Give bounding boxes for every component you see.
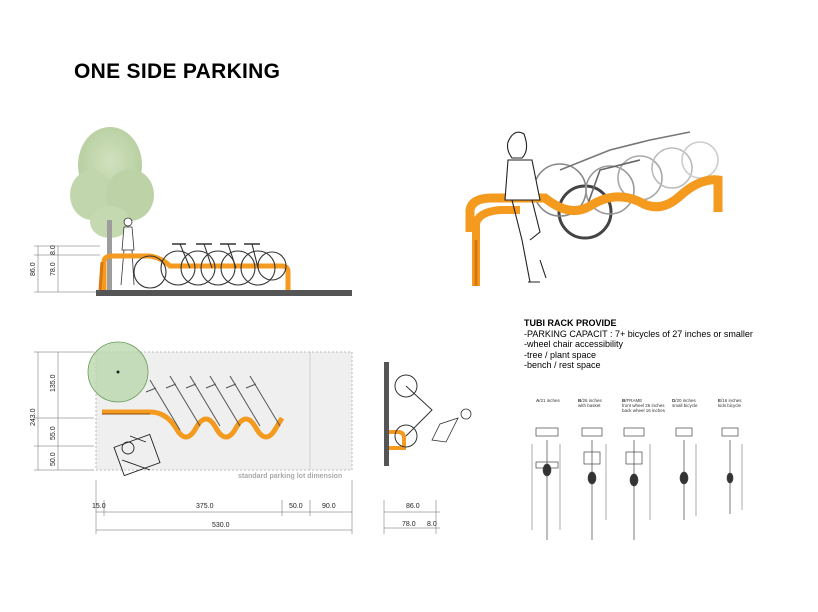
bike-type-label-a: A/21 inches <box>536 398 560 403</box>
dim-plan-135: 135.0 <box>50 374 57 392</box>
dim-plan-243: 243.0 <box>30 408 37 426</box>
elevation-height-dims <box>34 245 100 293</box>
dim-side-8: 8.0 <box>427 521 437 528</box>
rack-rail-elevation <box>101 253 291 290</box>
bike-type-sub: small bicycle <box>672 403 698 408</box>
bike-side <box>394 374 433 448</box>
dim-plan-50h: 50.0 <box>289 503 303 510</box>
rack-perspective <box>465 175 723 232</box>
bike-type-letter: E <box>718 398 722 403</box>
bike-type-text: /21 inches <box>539 398 560 403</box>
tree-illustration <box>70 127 154 290</box>
bike-type-text: /26 inches <box>581 398 602 403</box>
dim-side-78: 78.0 <box>402 521 416 528</box>
dim-side-86: 86.0 <box>406 503 420 510</box>
parking-lot-note: standard parking lot dimension <box>238 473 343 480</box>
rack-info-line: -bench / rest space <box>524 360 601 370</box>
bikes-elevation <box>133 243 287 289</box>
bikes-plan <box>145 375 281 431</box>
plan-view <box>34 341 353 534</box>
bike-type-sub: front wheel 26 inches back wheel 16 inch… <box>622 403 666 413</box>
bike-type-b <box>581 427 607 540</box>
rack-info-heading: TUBI RACK PROVIDE <box>524 318 617 328</box>
bike-type-a <box>531 427 561 540</box>
bike-type-c <box>623 427 651 540</box>
rack-side <box>389 430 406 450</box>
plan-dim-lines <box>34 351 353 534</box>
dim-plan-90: 90.0 <box>322 503 336 510</box>
bike-type-letter: A <box>536 398 540 403</box>
dim-plan-15: 15.0 <box>92 503 106 510</box>
person-side <box>431 408 472 443</box>
side-section-view <box>383 362 472 534</box>
wheelchair-plan <box>113 433 161 477</box>
dim-plan-375: 375.0 <box>196 503 214 510</box>
bike-type-letter: B <box>622 398 626 403</box>
page-title: ONE SIDE PARKING <box>74 60 281 83</box>
bike-type-d <box>675 427 697 520</box>
bike-type-sub: with basket <box>578 403 601 408</box>
bike-type-sub: kids bicycle <box>718 403 742 408</box>
dim-elevation-78: 78.0 <box>50 262 57 276</box>
rack-rail-plan <box>102 409 285 440</box>
dim-plan-50: 50.0 <box>50 452 57 466</box>
wall-slab <box>384 362 389 466</box>
seated-person <box>504 131 547 283</box>
bike-type-e <box>721 427 743 514</box>
rack-info: TUBI RACK PROVIDE -PARKING CAPACIT : 7+ … <box>524 318 753 371</box>
rack-info-line: -tree / plant space <box>524 349 597 360</box>
bike-type-text: /16 inches <box>721 398 742 403</box>
dim-plan-55: 55.0 <box>50 426 57 440</box>
dim-elevation-86: 86.0 <box>30 262 37 276</box>
dim-elevation-8: 8.0 <box>50 245 57 255</box>
rack-info-line: -wheel chair accessibility <box>524 339 624 349</box>
elevation-view <box>34 127 352 296</box>
rack-info-line: -PARKING CAPACIT : 7+ bicycles of 27 inc… <box>524 328 753 339</box>
dim-plan-total: 530.0 <box>212 522 230 529</box>
bike-type-text: /FRAME <box>625 398 643 403</box>
bike-type-text: /20 inches <box>675 398 696 403</box>
bike-type-letter: B <box>578 398 582 403</box>
bike-type-diagrams <box>531 427 743 540</box>
perspective-view <box>465 131 723 286</box>
person-illustration <box>120 217 135 286</box>
bike-type-letter: D <box>672 398 676 403</box>
ground-slab <box>96 290 352 296</box>
